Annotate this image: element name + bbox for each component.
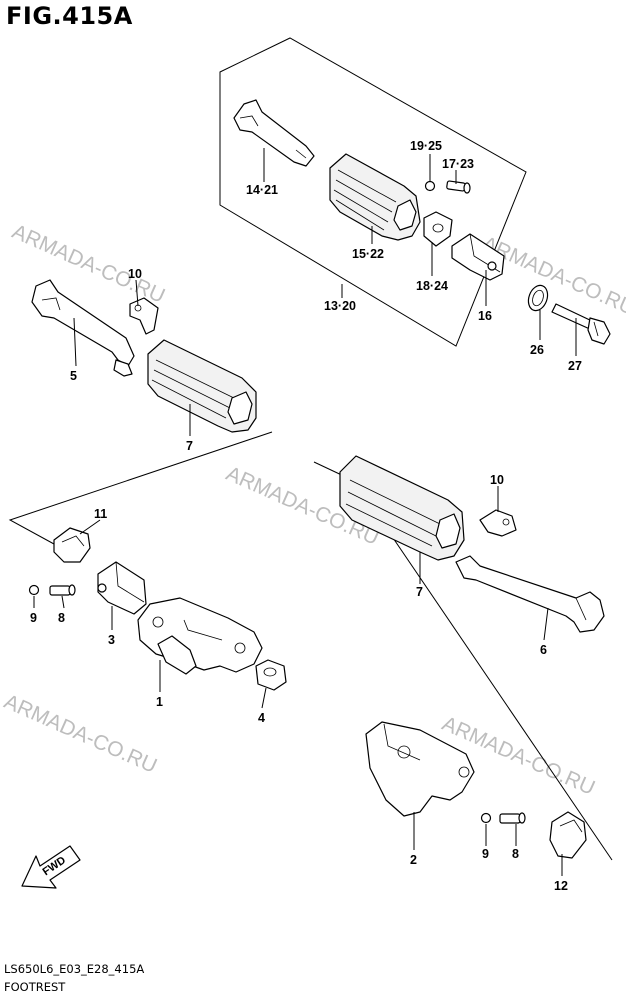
part-10-left: [129, 297, 159, 335]
label-4: 4: [258, 711, 265, 725]
part-4: [255, 659, 287, 691]
figure-title: FIG.415A: [6, 2, 133, 30]
part-6: [455, 555, 605, 633]
label-27: 27: [568, 359, 582, 373]
part-8-right: [499, 812, 526, 824]
label-18-24: 18·24: [416, 279, 448, 293]
label-14-21: 14·21: [246, 183, 278, 197]
label-8-right: 8: [512, 847, 519, 861]
label-10-left: 10: [128, 267, 142, 281]
label-12: 12: [554, 879, 568, 893]
label-15-22: 15·22: [352, 247, 384, 261]
label-7-left: 7: [186, 439, 193, 453]
label-9-left: 9: [30, 611, 37, 625]
part-5: [31, 279, 135, 377]
part-8-left: [49, 584, 76, 596]
part-9-right: [480, 812, 492, 824]
part-14-21: [233, 99, 315, 167]
part-2: [365, 721, 475, 817]
label-16: 16: [478, 309, 492, 323]
part-1: [137, 597, 263, 675]
part-17-23: [446, 180, 471, 194]
part-7-left: [147, 339, 257, 433]
label-3: 3: [108, 633, 115, 647]
label-17-23: 17·23: [442, 157, 474, 171]
label-6: 6: [540, 643, 547, 657]
label-5: 5: [70, 369, 77, 383]
footer-code: LS650L6_E03_E28_415A: [4, 962, 145, 976]
fwd-arrow-icon: FWD: [21, 845, 81, 889]
label-11: 11: [94, 507, 107, 521]
label-19-25: 19·25: [410, 139, 442, 153]
part-19-25: [424, 180, 436, 192]
label-26: 26: [530, 343, 544, 357]
label-10-right: 10: [490, 473, 504, 487]
part-26: [527, 284, 549, 312]
part-15-22: [329, 153, 421, 241]
label-8-left: 8: [58, 611, 65, 625]
part-16: [451, 233, 505, 281]
part-27: [551, 303, 611, 345]
label-9-right: 9: [482, 847, 489, 861]
part-7-right: [339, 455, 465, 561]
part-18-24: [423, 211, 453, 247]
label-2: 2: [410, 853, 417, 867]
part-11: [53, 527, 91, 563]
part-10-right: [479, 509, 517, 537]
label-13-20: 13·20: [324, 299, 356, 313]
footer-name: FOOTREST: [4, 980, 66, 994]
part-9-left: [28, 584, 40, 596]
leader-lines: [33, 148, 577, 876]
label-7-right: 7: [416, 585, 423, 599]
dashed-leader-left: [8, 431, 273, 545]
label-1: 1: [156, 695, 163, 709]
part-3: [97, 561, 147, 615]
part-12: [549, 811, 587, 859]
